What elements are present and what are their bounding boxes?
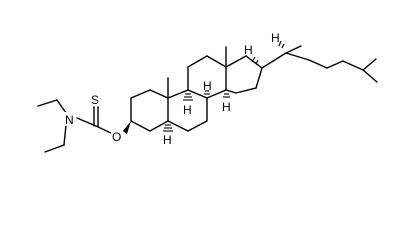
hydrogen-c14-label: H — [222, 100, 231, 114]
hydrogen-c20-label: H — [271, 31, 280, 45]
dithiocarbamate-group — [37, 99, 114, 153]
ring-a — [130, 89, 169, 132]
ring-c — [187, 55, 227, 99]
structure-canvas: H H H H H H O S N — [37, 31, 378, 153]
c3-oxygen-wedge-bond — [123, 121, 131, 134]
ring-d — [225, 55, 263, 94]
stereo-hydrogens: H H H H H H — [163, 31, 285, 147]
ring-b — [167, 89, 208, 132]
sulfur-label: S — [91, 93, 99, 107]
hydrogen-c8-label: H — [203, 79, 212, 93]
hydrogen-c17-label: H — [244, 43, 253, 57]
nitrogen-label: N — [65, 113, 74, 127]
hydrogen-c9-label: H — [183, 103, 192, 117]
side-chain — [261, 45, 378, 83]
hydrogen-c5-label: H — [163, 133, 172, 147]
oxygen-label: O — [112, 130, 121, 144]
cholestanyl-diethyldithiocarbamate-structure: H H H H H H O S N — [37, 31, 378, 153]
